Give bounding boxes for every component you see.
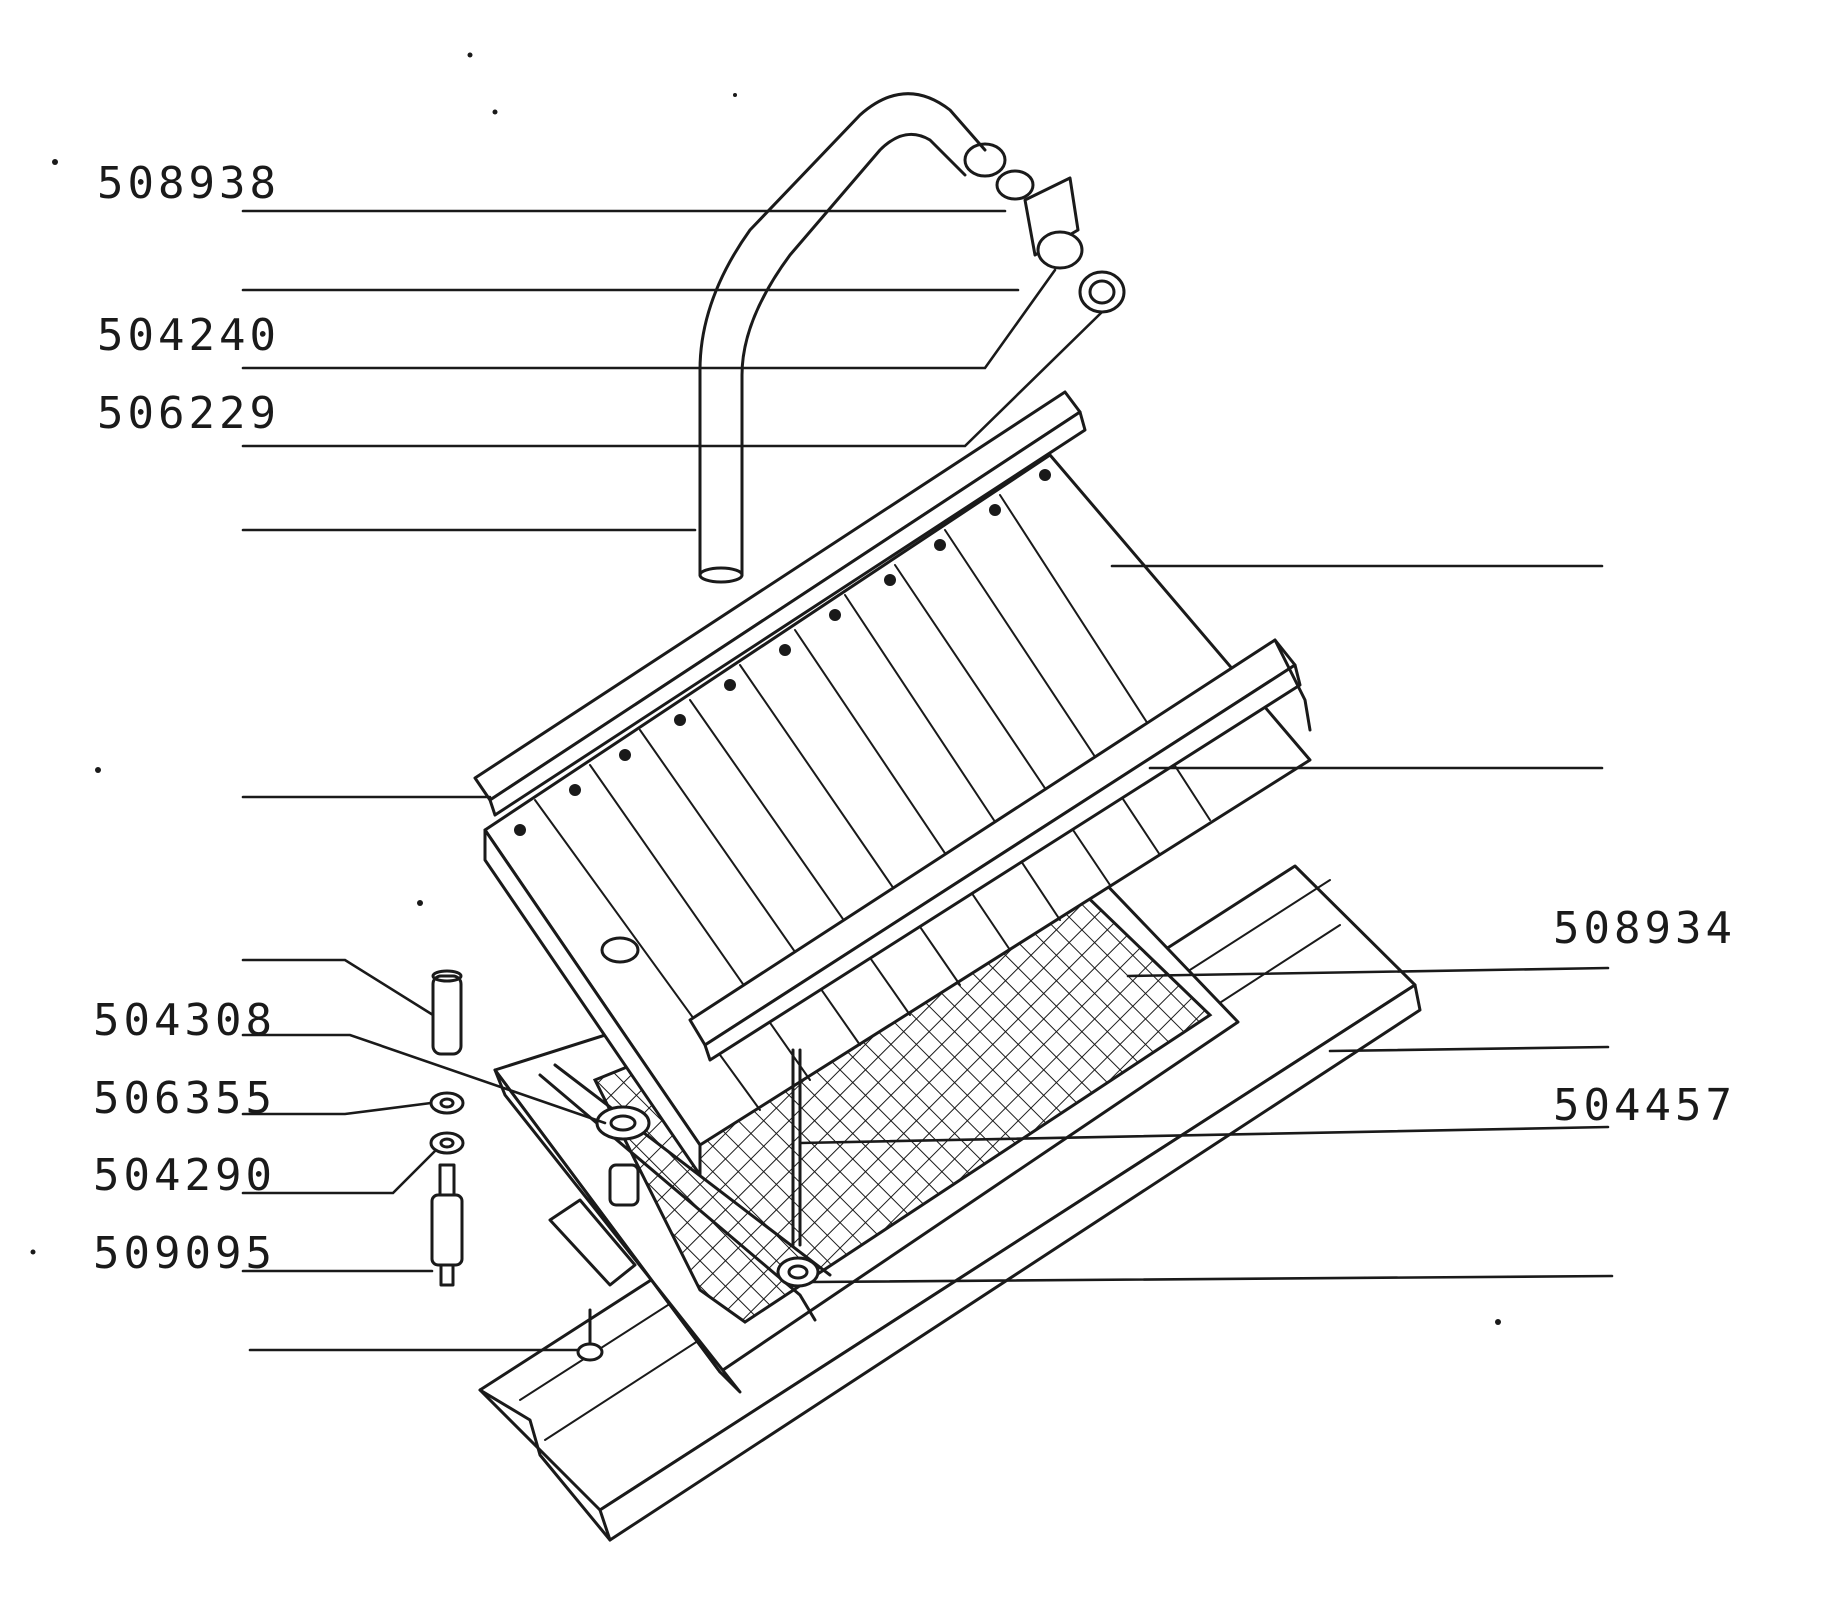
label-509095: 509095 [93, 1228, 276, 1279]
leader-base-tray [1328, 1045, 1610, 1053]
leader-506355 [241, 1101, 433, 1116]
label-504240: 504240 [97, 310, 280, 361]
label-508934: 508934 [1553, 903, 1736, 954]
small-parts [429, 969, 820, 1362]
leader-504457 [798, 1125, 1610, 1145]
front-rail [688, 638, 1312, 1062]
label-506355: 506355 [93, 1073, 276, 1124]
label-504290: 504290 [93, 1150, 276, 1201]
label-508938: 508938 [97, 158, 280, 209]
leader-pin [241, 958, 435, 1017]
leader-lines [241, 209, 1614, 1352]
label-504308: 504308 [93, 995, 276, 1046]
leader-504308 [241, 1033, 607, 1125]
label-506229: 506229 [97, 388, 280, 439]
leader-504290 [241, 1148, 438, 1195]
leader-506229 [241, 268, 1057, 370]
part-labels: 508938 504240 506229 508934 504308 50635… [93, 158, 1736, 1279]
scan-specks [30, 52, 1501, 1325]
leader-top-pipe-end [241, 310, 1104, 448]
radiant-plate [483, 453, 1312, 1177]
leader-bottom-nozzle [810, 1274, 1614, 1284]
bent-pipe [698, 92, 1126, 584]
top-rail [473, 390, 1087, 817]
label-504457: 504457 [1553, 1080, 1736, 1131]
leader-508934 [1126, 966, 1610, 978]
